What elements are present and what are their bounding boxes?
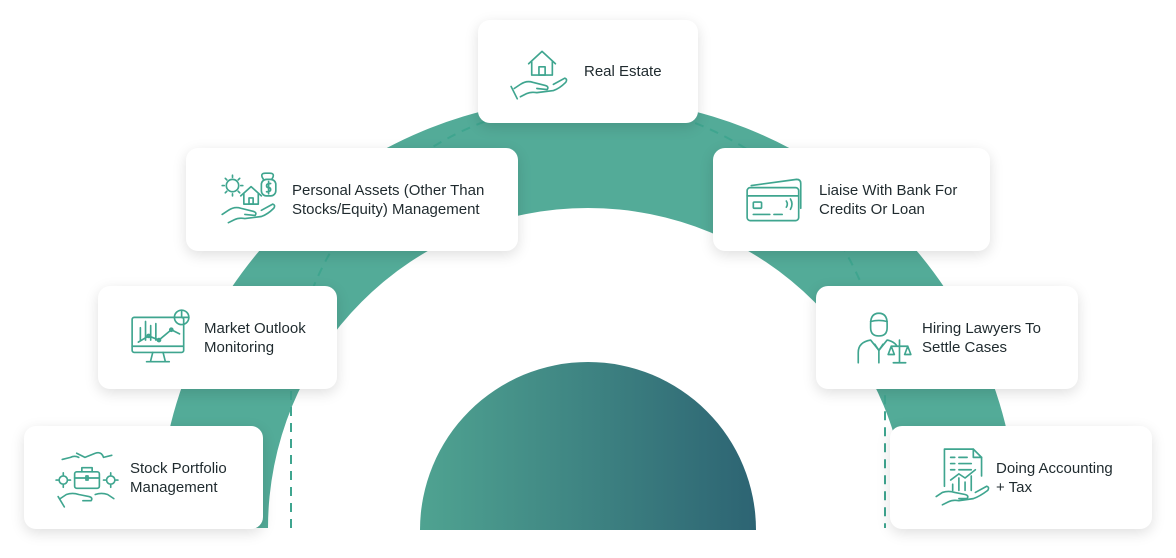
house-in-hand-icon (508, 39, 574, 105)
service-label-personal-assets: Personal Assets (Other Than Stocks/Equit… (292, 181, 485, 218)
service-card-stock-portfolio[interactable]: Stock Portfolio Management (24, 426, 263, 529)
credit-card-icon (743, 167, 809, 233)
service-label-market-outlook: Market Outlook Monitoring (204, 319, 306, 356)
monitor-chart-icon (128, 305, 194, 371)
briefcase-gears-icon (54, 445, 120, 511)
service-label-accounting-tax: Doing Accounting + Tax (996, 459, 1113, 496)
service-card-personal-assets[interactable]: Personal Assets (Other Than Stocks/Equit… (186, 148, 518, 251)
assets-in-hand-icon (216, 167, 282, 233)
service-label-bank-liaison: Liaise With Bank For Credits Or Loan (819, 181, 958, 218)
service-card-real-estate[interactable]: Real Estate (478, 20, 698, 123)
accounting-document-icon (930, 445, 996, 511)
service-card-market-outlook[interactable]: Market Outlook Monitoring (98, 286, 337, 389)
service-label-stock-portfolio: Stock Portfolio Management (130, 459, 227, 496)
service-label-hiring-lawyers: Hiring Lawyers To Settle Cases (922, 319, 1041, 356)
service-card-hiring-lawyers[interactable]: Hiring Lawyers To Settle Cases (816, 286, 1078, 389)
core-semicircle (420, 362, 756, 530)
service-card-accounting-tax[interactable]: Doing Accounting + Tax (890, 426, 1152, 529)
service-card-bank-liaison[interactable]: Liaise With Bank For Credits Or Loan (713, 148, 990, 251)
lawyer-scales-icon (850, 305, 916, 371)
service-label-real-estate: Real Estate (584, 63, 662, 80)
